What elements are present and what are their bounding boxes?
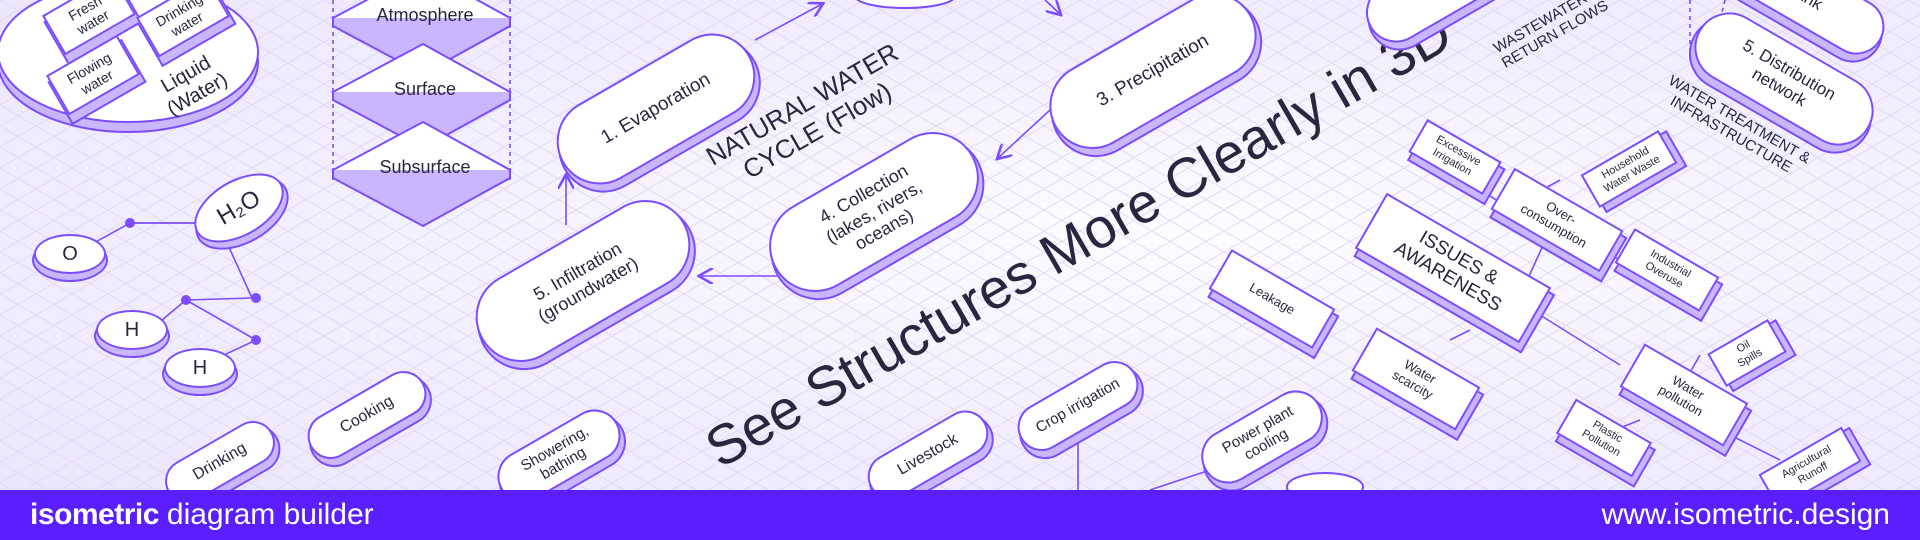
footer-bar: isometric diagram builder www.isometric.… <box>0 490 1920 540</box>
layer-atmosphere: Atmosphere <box>376 5 474 25</box>
dot-1 <box>125 218 135 228</box>
footer-url-link[interactable]: www.isometric.design <box>1601 498 1890 531</box>
layer-subsurface: Subsurface <box>379 157 471 177</box>
diagram-canvas: See Structures More Clearly in 3D NATURA… <box>0 0 1920 490</box>
brand-name: isometric <box>30 498 159 531</box>
dot-4 <box>251 335 261 345</box>
brand-logo[interactable]: isometric diagram builder <box>30 498 374 532</box>
arrow-top <box>1044 0 1060 14</box>
atom-o[interactable]: O <box>34 234 106 274</box>
atom-h1[interactable]: H <box>96 310 168 350</box>
partial-node-top <box>856 0 954 9</box>
brand-tagline: diagram builder <box>166 498 374 531</box>
layer-surface: Surface <box>393 79 457 99</box>
layer-plates <box>330 0 513 228</box>
uses-stems <box>1077 440 1211 490</box>
molecule-dots <box>125 218 261 345</box>
arrow-evaporation <box>754 4 822 41</box>
plate-subsurface-side <box>332 170 511 228</box>
dot-3 <box>251 293 261 303</box>
atom-h2[interactable]: H <box>164 348 236 388</box>
partial-node <box>1286 472 1364 490</box>
dot-2 <box>181 295 191 305</box>
arrow-precipitation <box>998 109 1051 158</box>
